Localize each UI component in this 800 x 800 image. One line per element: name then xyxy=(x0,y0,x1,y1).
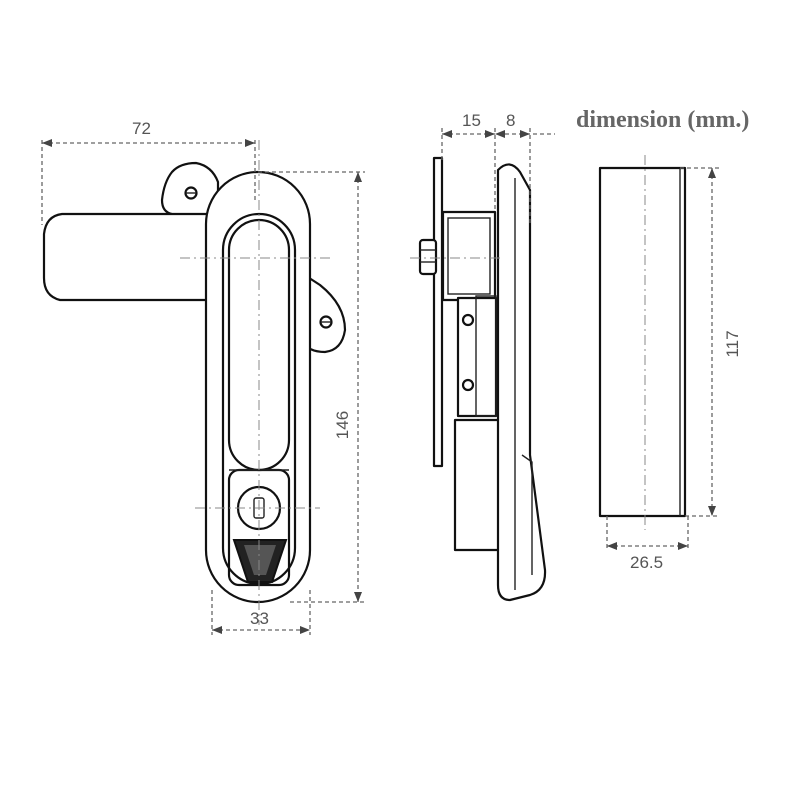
lock-body xyxy=(441,210,497,302)
dim-117-label: 117 xyxy=(723,330,742,357)
stud-bolt xyxy=(418,238,438,276)
dimension-146: 146 xyxy=(258,171,365,603)
cutout-rect xyxy=(598,166,687,518)
cutout-view: 117 26.5 xyxy=(598,155,742,572)
handle-profile xyxy=(496,163,547,602)
dim-15-label: 15 xyxy=(462,111,481,130)
dimension-title: dimension (mm.) xyxy=(576,107,749,133)
dim-146-label: 146 xyxy=(333,411,352,439)
side-view: 15 8 xyxy=(410,111,555,602)
mounting-plate xyxy=(432,156,444,468)
dimension-33: 33 xyxy=(211,590,311,635)
top-pivot-screw xyxy=(184,186,198,200)
lower-housing xyxy=(453,418,502,552)
dim-33-label: 33 xyxy=(250,609,269,628)
dimension-72: 72 xyxy=(41,119,256,225)
dimension-26-5: 26.5 xyxy=(606,516,689,572)
lever-arm xyxy=(42,161,220,302)
dim-72-label: 72 xyxy=(132,119,151,138)
dim-8-label: 8 xyxy=(506,111,515,130)
lower-tab-screw xyxy=(319,315,333,329)
front-view: 72 146 33 xyxy=(41,119,365,635)
dimension-15-8: 15 8 xyxy=(441,111,555,225)
dimension-117: 117 xyxy=(680,167,742,517)
dim-26-5-label: 26.5 xyxy=(630,553,663,572)
